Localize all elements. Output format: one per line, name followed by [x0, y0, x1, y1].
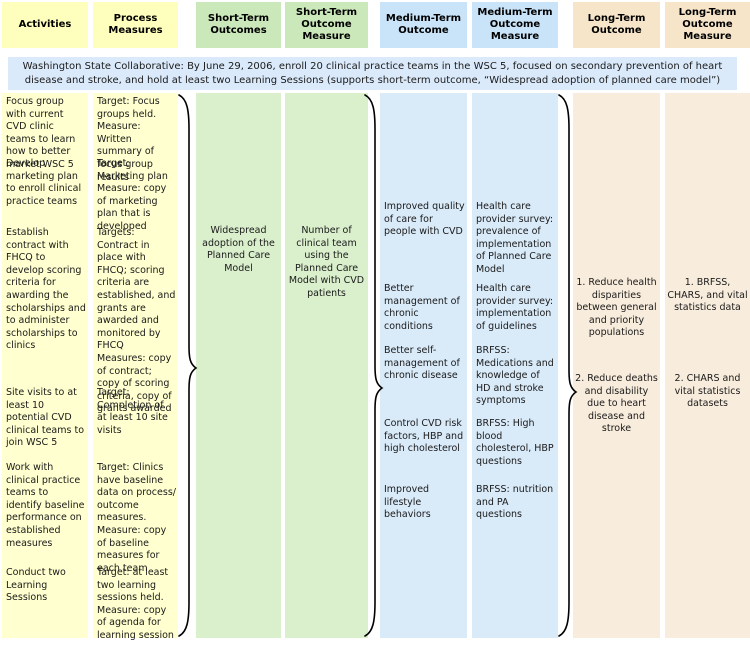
process-measure-item-6: Target: at least two learning sessions h…: [97, 567, 174, 641]
short-term-outcome-measure-item-1: Number of clinical team using the Planne…: [288, 225, 365, 299]
medium-term-outcome-item-4: Control CVD risk factors, HBP and high c…: [384, 418, 464, 455]
activity-item-4: Site visits to at least 10 potential CVD…: [6, 387, 85, 449]
process-measure-item-3: Targets: Contract in place with FHCQ; sc…: [97, 227, 176, 415]
column-header-medium-term-outcome-measure: Medium-Term Outcome Measure: [472, 2, 558, 48]
column-header-long-term-outcome: Long-Term Outcome: [573, 2, 660, 48]
column-activities-body: Focus group with current CVD clinic team…: [2, 93, 88, 638]
process-measure-item-4: Target: Completion of at least 10 site v…: [97, 387, 168, 436]
process-measure-item-1: Target: Focus groups held. Measure: Writ…: [97, 96, 160, 183]
activity-item-2: Develop marketing plan to enroll clinica…: [6, 158, 82, 207]
column-header-long-term-outcome-measure: Long-Term Outcome Measure: [665, 2, 750, 48]
activity-item-1: Focus group with current CVD clinic team…: [6, 96, 76, 170]
long-term-outcome-measure-item-2: 2. CHARS and vital statistics datasets: [674, 373, 741, 410]
column-process-measures-body: Target: Focus groups held. Measure: Writ…: [93, 93, 178, 641]
short-term-outcome-item-1: Widespread adoption of the Planned Care …: [202, 225, 275, 274]
long-term-outcome-item-1: 1. Reduce health disparities between gen…: [576, 277, 657, 339]
activity-item-5: Work with clinical practice teams to ide…: [6, 462, 85, 549]
activity-item-3: Establish contract with FHCQ to develop …: [6, 227, 86, 352]
column-long-term-outcome-body: 1. Reduce health disparities between gen…: [573, 93, 660, 638]
medium-term-outcome-measure-item-3: BRFSS: Medications and knowledge of HD a…: [476, 345, 554, 407]
medium-term-outcome-item-2: Better management of chronic conditions: [384, 283, 460, 332]
medium-term-outcome-measure-item-2: Health care provider survey: implementat…: [476, 283, 554, 332]
process-measure-item-5: Target: Clinics have baseline data on pr…: [97, 462, 176, 574]
medium-term-outcome-item-1: Improved quality of care for people with…: [384, 201, 465, 238]
column-header-medium-term-outcome: Medium-Term Outcome: [380, 2, 467, 48]
column-header-short-term-outcomes: Short-Term Outcomes: [196, 2, 281, 48]
right-curly-brace-icon: [364, 94, 384, 637]
medium-term-outcome-measure-item-1: Health care provider survey: prevalence …: [476, 201, 554, 275]
column-header-short-term-outcome-measure: Short-Term Outcome Measure: [285, 2, 368, 48]
medium-term-outcome-measure-item-5: BRFSS: nutrition and PA questions: [476, 484, 554, 521]
column-long-term-outcome-measure-body: 1. BRFSS, CHARS, and vital statistics da…: [665, 93, 750, 638]
medium-term-outcome-item-5: Improved lifestyle behaviors: [384, 484, 431, 521]
column-medium-term-outcome-measure-body: Health care provider survey: prevalence …: [472, 93, 558, 638]
column-header-process-measures: Process Measures: [93, 2, 178, 48]
collaborative-goal-banner: Washington State Collaborative: By June …: [8, 57, 737, 90]
column-medium-term-outcome-body: Improved quality of care for people with…: [380, 93, 467, 638]
medium-term-outcome-item-3: Better self-management of chronic diseas…: [384, 345, 460, 382]
column-short-term-outcome-measure-body: Number of clinical team using the Planne…: [285, 93, 368, 638]
activity-item-6: Conduct two Learning Sessions: [6, 567, 66, 604]
column-header-activities: Activities: [2, 2, 88, 48]
long-term-outcome-measure-item-1: 1. BRFSS, CHARS, and vital statistics da…: [667, 277, 748, 314]
process-measure-item-2: Target: Marketing plan Measure: copy of …: [97, 158, 168, 232]
long-term-outcome-item-2: 2. Reduce deaths and disability due to h…: [575, 373, 658, 435]
right-curly-brace-icon: [178, 94, 198, 637]
right-curly-brace-icon: [558, 94, 578, 637]
column-short-term-outcomes-body: Widespread adoption of the Planned Care …: [196, 93, 281, 638]
medium-term-outcome-measure-item-4: BRFSS: High blood cholesterol, HBP quest…: [476, 418, 554, 467]
